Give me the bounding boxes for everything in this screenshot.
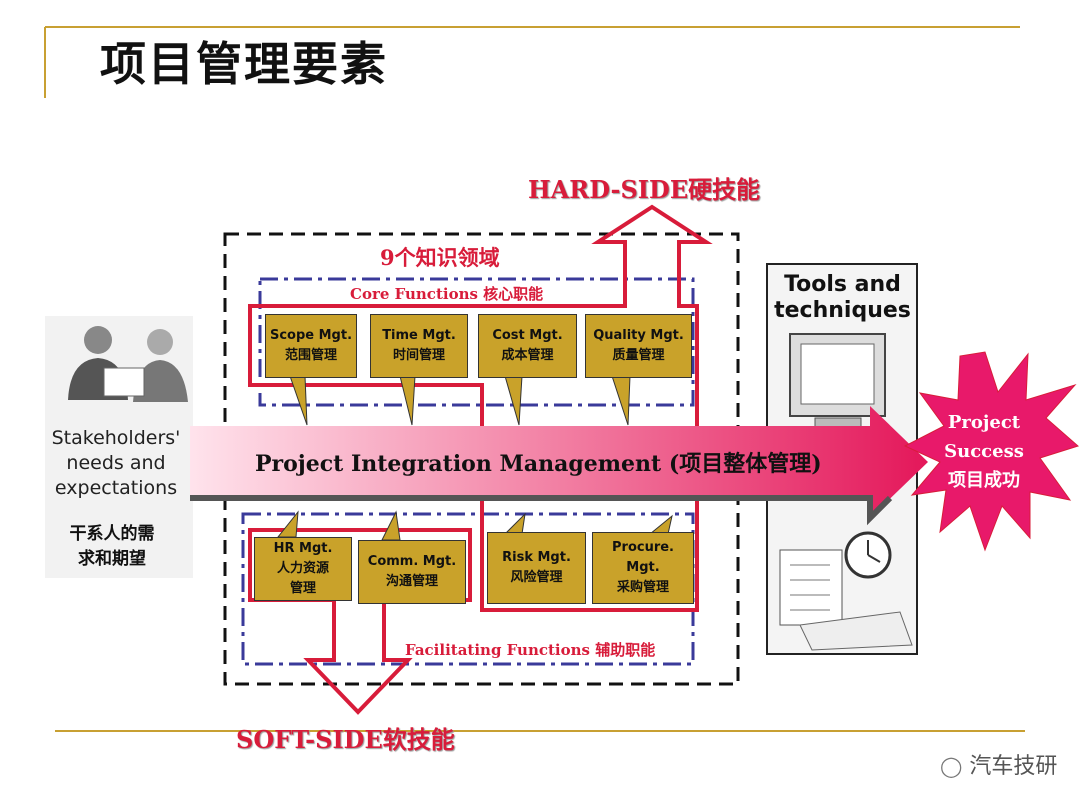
box-en: Scope Mgt.: [269, 328, 353, 343]
stakeholders-line1: Stakeholders': [51, 427, 181, 449]
computer-monitor-icon: [789, 333, 886, 429]
stakeholders-cn-label: 干系人的需 求和期望: [52, 522, 172, 572]
box-en: Time Mgt.: [382, 328, 456, 343]
procure-mgt-box: Procure. Mgt. 采购管理: [592, 532, 694, 604]
box-cn1: Mgt.: [626, 560, 660, 575]
tools-line1: Tools and: [784, 272, 901, 297]
cost-mgt-box: Cost Mgt. 成本管理: [478, 314, 577, 378]
box-cn: 时间管理: [392, 348, 445, 363]
tools-line2: techniques: [774, 298, 911, 323]
integration-label: Project Integration Management (项目整体管理): [255, 451, 822, 477]
hr-mgt-box: HR Mgt. 人力资源 管理: [254, 537, 352, 601]
core-functions-frame: [258, 277, 695, 407]
success-line1: Project: [947, 412, 1021, 433]
page-title: 项目管理要素: [100, 37, 388, 91]
box-en: Cost Mgt.: [492, 328, 563, 343]
box-cn: 质量管理: [612, 348, 665, 363]
project-success-starburst: [903, 351, 1079, 552]
nine-areas-label: 9个知识领域: [380, 245, 500, 270]
box-cn1: 沟通管理: [385, 574, 438, 589]
stakeholders-people-icon: [68, 326, 188, 402]
time-mgt-box: Time Mgt. 时间管理: [370, 314, 468, 378]
success-line2: Success: [944, 441, 1024, 462]
tools-label: Tools and techniques: [770, 272, 915, 324]
box-cn: 成本管理: [501, 348, 554, 363]
quality-mgt-box: Quality Mgt. 质量管理: [585, 314, 692, 378]
box-cn1: 人力资源: [276, 561, 329, 576]
wechat-icon: ◯: [940, 754, 963, 778]
project-success-label: Project Success 项目成功: [934, 408, 1034, 495]
core-callout-tails: [289, 375, 631, 426]
soft-side-label: SOFT-SIDE软技能: [236, 725, 455, 754]
scope-mgt-box: Scope Mgt. 范围管理: [265, 314, 357, 378]
integration-arrow-shadow: [190, 495, 893, 526]
watermark-text: 汽车技研: [969, 754, 1058, 779]
box-en: HR Mgt.: [273, 541, 333, 556]
comm-mgt-box: Comm. Mgt. 沟通管理: [358, 540, 466, 604]
stakeholders-cn2: 求和期望: [78, 549, 146, 569]
box-cn2: 管理: [289, 581, 316, 596]
watermark: ◯ 汽车技研: [940, 748, 1057, 780]
clock-checklist-icon: [779, 531, 913, 651]
stakeholders-line3: expectations: [54, 477, 178, 499]
box-en: Quality Mgt.: [593, 328, 684, 343]
box-en: Procure.: [612, 540, 674, 555]
box-cn2: 采购管理: [616, 580, 669, 595]
stakeholders-panel: [45, 316, 193, 578]
stakeholders-label: Stakeholders' needs and expectations: [46, 426, 186, 501]
facilitating-functions-label: Facilitating Functions 辅助职能: [405, 641, 656, 659]
risk-mgt-box: Risk Mgt. 风险管理: [487, 532, 586, 604]
hard-side-arrow: [248, 204, 713, 612]
facil-callout-tails: [276, 510, 673, 541]
box-en: Risk Mgt.: [502, 550, 571, 565]
integration-arrow: [190, 406, 928, 518]
stakeholders-cn1: 干系人的需: [69, 524, 155, 544]
soft-side-arrow: [248, 528, 472, 715]
core-functions-label: Core Functions 核心职能: [350, 285, 544, 303]
stakeholders-line2: needs and: [66, 452, 166, 474]
success-line3: 项目成功: [948, 470, 1020, 491]
box-cn1: 风险管理: [510, 570, 563, 585]
box-en: Comm. Mgt.: [367, 554, 457, 569]
box-cn: 范围管理: [284, 348, 337, 363]
hard-side-label: HARD-SIDE硬技能: [528, 175, 761, 204]
